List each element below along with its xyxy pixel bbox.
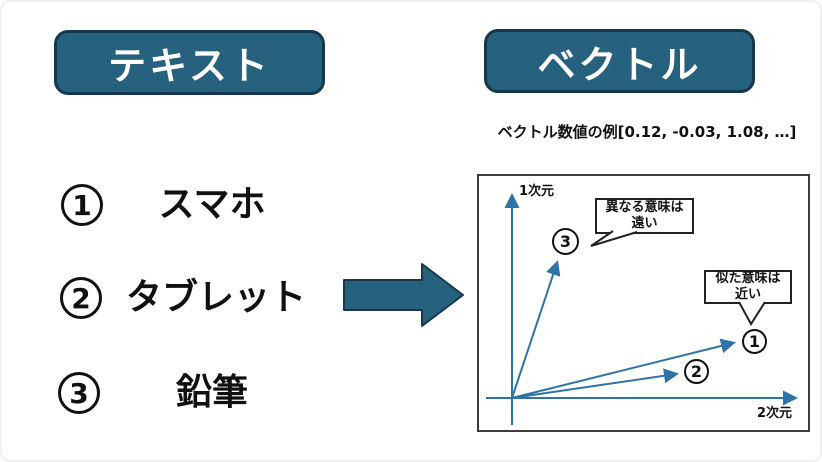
chart-point-3: 3 (552, 228, 579, 255)
item-label-sumaho: スマホ (158, 184, 266, 225)
bubble-line: 異なる意味は (605, 199, 684, 215)
circled-number-1: 1 (61, 184, 103, 226)
vector-1 (511, 338, 736, 399)
vector-header-label: ベクトル (537, 42, 702, 87)
circled-number-3: 3 (58, 372, 100, 414)
chart-point-1: 1 (742, 329, 767, 354)
text-header: テキスト (54, 30, 325, 95)
vector-2 (511, 368, 679, 399)
speech-bubble-different-meaning: 異なる意味は 遠い (595, 198, 694, 234)
item-label-pencil: 鉛筆 (175, 372, 248, 413)
x-axis-label: 2次元 (757, 406, 793, 421)
axes-and-vectors (486, 193, 798, 425)
chart-point-2: 2 (684, 359, 709, 384)
y-axis-label: 1次元 (519, 184, 555, 199)
right-block-arrow-icon (343, 263, 464, 327)
bubble-line: 近い (734, 287, 761, 302)
list-item: 3 鉛筆 (2, 372, 342, 416)
vector-values-caption: ベクトル数値の例[0.12, -0.03, 1.08, …] (497, 123, 797, 141)
list-item: 2 タブレット (2, 277, 342, 321)
vector-header: ベクトル (484, 29, 755, 93)
speech-bubble-similar-meaning: 似た意味は 近い (704, 270, 792, 304)
bubble-line: 似た意味は (715, 270, 781, 286)
list-item: 1 スマホ (2, 184, 342, 228)
bubble-line: 遠い (631, 216, 658, 231)
text-header-label: テキスト (108, 44, 271, 88)
vector-space-chart: 1次元 2次元 3 1 2 異なる意味は 遠い 似た意味は 近い (477, 174, 810, 432)
vector-3 (511, 260, 561, 399)
item-label-tablet: タブレット (125, 277, 306, 318)
circled-number-2: 2 (60, 277, 102, 319)
